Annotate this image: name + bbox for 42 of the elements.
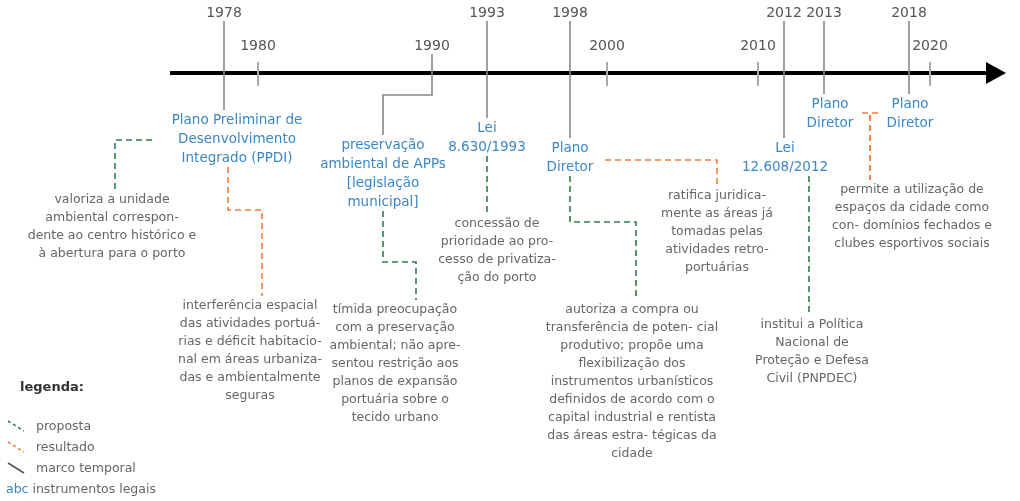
connector-line — [783, 20, 785, 139]
description-text: autoriza a compra ou transferência de poten- cial produtivo; propõe uma flexibilização dos instrumentos urbanísticos definidos de acordo com o capital industrial e rentista das áreas estra- tégicas da cidade — [542, 300, 722, 462]
legal-instrument-label: Plano Diretor — [535, 138, 605, 176]
year-label: 1993 — [469, 3, 505, 21]
legal-instrument-label: Lei 8.630/1993 — [439, 118, 535, 156]
connector-line — [486, 20, 488, 119]
legend-text: marco temporal — [36, 460, 136, 475]
legend-text: proposta — [36, 418, 92, 433]
connector-line — [382, 53, 433, 136]
description-text: ratifica juridica- mente as áreas já tomadas pelas atividades retro- portuárias — [652, 186, 782, 276]
year-label: 2010 — [740, 36, 776, 54]
connector-line — [869, 112, 879, 181]
year-label: 2012 — [766, 3, 802, 21]
connector-line — [223, 20, 225, 111]
connector-line — [382, 210, 417, 301]
legend-sample: abc — [6, 481, 29, 496]
description-text: valoriza a unidade ambiental correspon- dente ao centro histórico e à abertura para o porto — [26, 190, 198, 262]
description-text: institui a Política Nacional de Proteção e Defesa Civil (PNPDEC) — [747, 315, 877, 387]
legend-text: instrumentos legais — [32, 481, 156, 496]
legend-text: resultado — [36, 439, 95, 454]
year-label: 2000 — [589, 36, 625, 54]
connector-line — [486, 155, 488, 215]
connector-line — [908, 20, 910, 95]
year-label: 1978 — [206, 3, 242, 21]
description-text: permite a utilização de espaços da cidade como con- domínios fechados e clubes esportivos sociais — [832, 180, 992, 252]
description-text: concessão de prioridade ao pro- cesso de privatiza- ção do porto — [430, 214, 564, 286]
year-label: 1990 — [414, 36, 450, 54]
legal-instrument-label: Plano Diretor — [878, 94, 942, 132]
legend-title: legenda: — [20, 379, 84, 394]
year-label: 2013 — [806, 3, 842, 21]
legal-instrument-label: Plano Diretor — [798, 94, 862, 132]
year-label: 2020 — [912, 36, 948, 54]
connector-line — [227, 166, 263, 297]
legal-instrument-label: Lei 12.608/2012 — [732, 138, 838, 176]
connector-line — [823, 20, 825, 95]
connector-line — [604, 159, 718, 187]
connector-line — [569, 20, 571, 139]
year-label: 2018 — [891, 3, 927, 21]
year-label: 1998 — [552, 3, 588, 21]
legal-instrument-label: Plano Preliminar de Desenvolvimento Integrado (PPDI) — [152, 110, 322, 167]
year-label: 1980 — [240, 36, 276, 54]
connector-line — [114, 139, 153, 191]
